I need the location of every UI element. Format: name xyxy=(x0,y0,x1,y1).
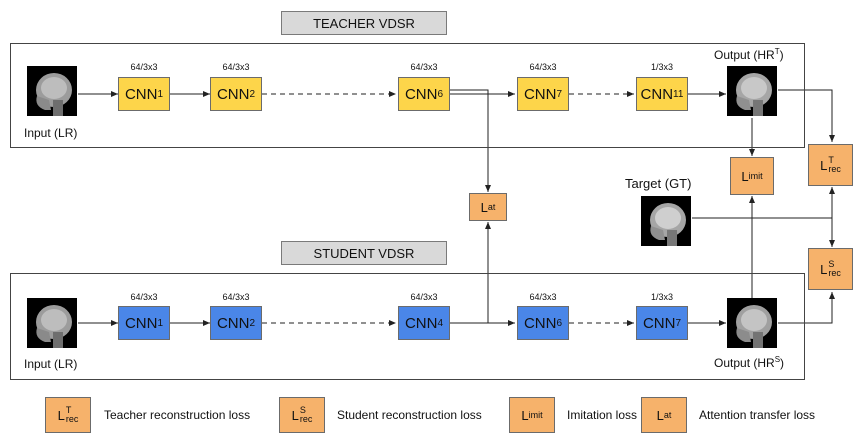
cnn-subscript: 2 xyxy=(249,317,256,329)
cnn-label: CNN xyxy=(216,85,250,103)
mri-head-icon xyxy=(650,203,686,246)
teacher-frame xyxy=(10,43,805,148)
loss-symbol: L xyxy=(480,199,488,215)
loss-symbol: L xyxy=(741,168,749,184)
teacher-input-mri-image xyxy=(27,66,77,116)
cnn-label: CNN xyxy=(640,85,674,103)
teacher-cnn-spec: 1/3x3 xyxy=(650,62,674,72)
target-label: Target (GT) xyxy=(625,176,692,191)
student-output-mri-image xyxy=(727,298,777,348)
cnn-subscript: 7 xyxy=(556,88,563,100)
legend-text-teacher-rec: Teacher reconstruction loss xyxy=(104,408,251,422)
cnn-subscript: 1 xyxy=(157,317,164,329)
mri-head-icon xyxy=(736,305,772,348)
cnn-label: CNN xyxy=(124,314,158,332)
loss-sup: T xyxy=(65,405,72,415)
student-input-mri-image xyxy=(27,298,77,348)
loss-sub: at xyxy=(663,410,672,420)
teacher-cnn-spec: 64/3x3 xyxy=(222,62,250,72)
teacher-output-mri-image xyxy=(727,66,777,116)
mri-head-icon xyxy=(36,305,72,348)
output-label-text: Output (HR xyxy=(714,356,775,370)
student-cnn-spec: 64/3x3 xyxy=(130,292,158,302)
cnn-subscript: 1 xyxy=(157,88,164,100)
loss-sub: imit xyxy=(528,410,543,420)
loss-sub: rec xyxy=(828,268,841,278)
cnn-subscript: 6 xyxy=(437,88,444,100)
mri-head-icon xyxy=(36,73,72,116)
loss-sub: at xyxy=(487,202,496,212)
output-label-text: Output (HR xyxy=(714,48,775,62)
cnn-label: CNN xyxy=(523,314,557,332)
loss-symbol: L xyxy=(820,261,828,277)
cnn-subscript: 7 xyxy=(675,317,682,329)
cnn-subscript: 11 xyxy=(673,88,684,100)
legend-text-attention: Attention transfer loss xyxy=(699,408,816,422)
loss-sub: rec xyxy=(65,414,79,424)
loss-symbol: L xyxy=(521,407,529,423)
cnn-label: CNN xyxy=(124,85,158,103)
teacher-cnn-spec: 64/3x3 xyxy=(130,62,158,72)
loss-sup: T xyxy=(828,155,834,165)
student-cnn-spec: 64/3x3 xyxy=(410,292,438,302)
teacher-cnn-spec: 64/3x3 xyxy=(410,62,438,72)
loss-symbol: L xyxy=(820,157,828,173)
teacher-output-label: Output (HRT) xyxy=(714,47,784,62)
cnn-label: CNN xyxy=(523,85,557,103)
cnn-subscript: 2 xyxy=(249,88,256,100)
cnn-label: CNN xyxy=(216,314,250,332)
teacher-cnn-spec: 64/3x3 xyxy=(529,62,557,72)
loss-sub: imit xyxy=(748,171,763,181)
student-frame xyxy=(10,273,805,380)
teacher-input-label: Input (LR) xyxy=(24,126,78,140)
loss-sup: S xyxy=(828,259,835,269)
output-label-sup: S xyxy=(774,355,781,364)
cnn-label: CNN xyxy=(404,314,438,332)
cnn-subscript: 6 xyxy=(556,317,563,329)
cnn-subscript: 4 xyxy=(437,317,444,329)
loss-symbol: L xyxy=(291,407,299,423)
student-cnn-spec: 1/3x3 xyxy=(650,292,674,302)
cnn-label: CNN xyxy=(404,85,438,103)
loss-sub: rec xyxy=(828,164,841,174)
output-label-sup: T xyxy=(774,47,780,56)
legend-text-imitation: Imitation loss xyxy=(567,408,638,422)
loss-symbol: L xyxy=(656,407,664,423)
student-title: STUDENT VDSR xyxy=(281,241,447,265)
student-output-label: Output (HRS) xyxy=(714,355,785,370)
cnn-label: CNN xyxy=(642,314,676,332)
teacher-title: TEACHER VDSR xyxy=(281,11,447,35)
loss-sub: rec xyxy=(299,414,313,424)
loss-symbol: L xyxy=(57,407,65,423)
student-input-label: Input (LR) xyxy=(24,357,78,371)
student-cnn-spec: 64/3x3 xyxy=(529,292,557,302)
legend-text-student-rec: Student reconstruction loss xyxy=(337,408,482,422)
mri-head-icon xyxy=(736,73,772,116)
target-mri-image xyxy=(641,196,691,246)
loss-sup: S xyxy=(299,405,306,415)
student-cnn-spec: 64/3x3 xyxy=(222,292,250,302)
